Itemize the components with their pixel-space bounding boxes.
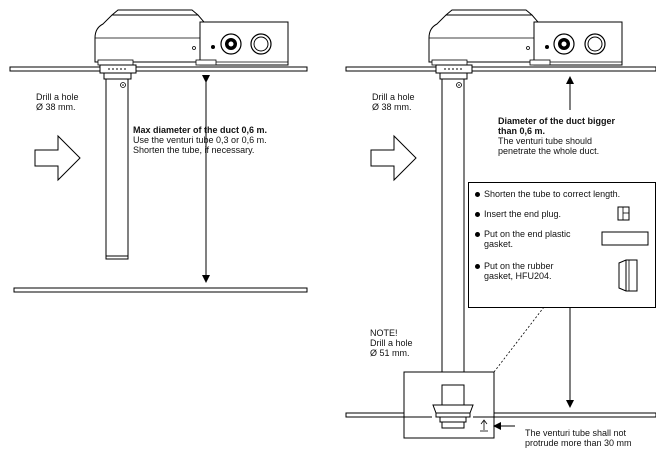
end-plug-icon — [617, 206, 630, 221]
right-installation — [345, 9, 656, 439]
step-item: Put on the end plastic gasket. — [475, 229, 571, 249]
left-drill-line2: Ø 38 mm. — [36, 102, 76, 112]
plastic-gasket-icon — [601, 231, 649, 246]
step-4-text-2: gasket, HFU204. — [484, 271, 552, 281]
bigger-title-2: than 0,6 m. — [498, 126, 546, 136]
step-2-text: Insert the end plug. — [484, 209, 562, 219]
bullet-icon — [475, 264, 480, 269]
note-line3: Ø 51 mm. — [370, 348, 410, 358]
left-instruction-2: Shorten the tube, if necessary. — [133, 145, 255, 155]
step-1-text: Shorten the tube to correct length. — [484, 189, 621, 199]
left-drill-line1: Drill a hole — [36, 92, 79, 102]
bigger-title-1: Diameter of the duct bigger — [498, 116, 616, 126]
note-line1: NOTE! — [370, 328, 398, 338]
left-flow-arrow — [34, 134, 81, 182]
right-duct-top-wall — [345, 66, 656, 72]
bigger-text-2: penetrate the whole duct. — [498, 146, 600, 156]
note-line2: Drill a hole — [370, 338, 413, 348]
note-text: NOTE! Drill a hole Ø 51 mm. — [370, 328, 413, 358]
rubber-gasket-icon — [618, 259, 638, 292]
left-venturi-tube — [103, 72, 132, 260]
left-max-diameter-text: Max diameter of the duct 0,6 m. Use the … — [133, 125, 267, 155]
right-flow-arrow — [370, 134, 417, 182]
left-duct-bottom-wall — [13, 287, 308, 293]
step-item: Insert the end plug. — [475, 209, 561, 219]
protrude-line1: The venturi tube shall not — [525, 428, 627, 438]
bullet-icon — [475, 192, 480, 197]
max-diameter-title: Max diameter of the duct 0,6 m. — [133, 125, 268, 135]
step-item: Shorten the tube to correct length. — [475, 189, 620, 199]
right-bottom-detail — [403, 371, 495, 439]
right-venturi-tube — [439, 72, 468, 386]
left-instruction-1: Use the venturi tube 0,3 or 0,6 m. — [133, 135, 267, 145]
protrude-line2: protrude more than 30 mm — [525, 438, 632, 448]
step-4-text-1: Put on the rubber — [484, 261, 554, 271]
bullet-icon — [475, 232, 480, 237]
step-3-text-1: Put on the end plastic — [484, 229, 571, 239]
step-3-text-2: gasket. — [484, 239, 514, 249]
right-transmitter-icon — [428, 9, 623, 66]
left-transmitter-icon — [94, 9, 289, 66]
right-drill-line2: Ø 38 mm. — [372, 102, 412, 112]
left-drill-hole-text: Drill a hole Ø 38 mm. — [36, 92, 79, 112]
protrude-text: The venturi tube shall not protrude more… — [525, 428, 632, 448]
left-installation — [9, 9, 308, 293]
right-drill-line1: Drill a hole — [372, 92, 415, 102]
bigger-text-1: The venturi tube should — [498, 136, 593, 146]
steps-box: Shorten the tube to correct length. Inse… — [468, 182, 656, 308]
bigger-diameter-text: Diameter of the duct bigger than 0,6 m. … — [498, 116, 615, 156]
left-duct-top-wall — [9, 66, 308, 72]
right-drill-hole-text: Drill a hole Ø 38 mm. — [372, 92, 415, 112]
bullet-icon — [475, 212, 480, 217]
step-item: Put on the rubber gasket, HFU204. — [475, 261, 554, 281]
right-duct-bottom-wall — [345, 412, 656, 418]
